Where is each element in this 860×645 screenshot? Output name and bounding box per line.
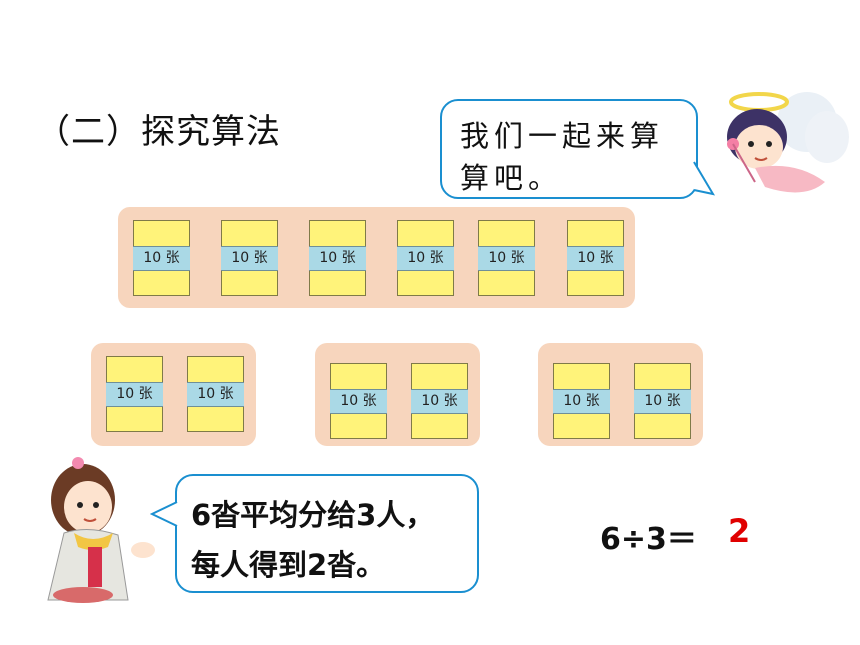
packet-label: 10 张 bbox=[221, 246, 278, 271]
packet-label: 10 张 bbox=[411, 389, 468, 414]
packet-label: 10 张 bbox=[567, 246, 624, 271]
speech-bubble-top: 我们一起来算 算吧。 bbox=[440, 99, 698, 199]
bubble-bottom-tail bbox=[150, 501, 178, 527]
packet-label: 10 张 bbox=[187, 382, 244, 407]
packet: 10 张 bbox=[478, 220, 535, 296]
packet-label: 10 张 bbox=[478, 246, 535, 271]
packet-label: 10 张 bbox=[553, 389, 610, 414]
packet: 10 张 bbox=[553, 363, 610, 439]
packet-group-all bbox=[118, 207, 635, 308]
packet-label: 10 张 bbox=[330, 389, 387, 414]
equation-answer: 2 bbox=[728, 512, 751, 550]
packet: 10 张 bbox=[133, 220, 190, 296]
packet: 10 张 bbox=[187, 356, 244, 432]
bubble-top-tail bbox=[693, 161, 716, 196]
packet-label: 10 张 bbox=[106, 382, 163, 407]
packet: 10 张 bbox=[330, 363, 387, 439]
division-equation: 6÷3＝ bbox=[600, 522, 697, 557]
bubble-top-line1: 我们一起来算 bbox=[460, 119, 665, 153]
girl-character-illustration bbox=[47, 457, 155, 603]
packet: 10 张 bbox=[397, 220, 454, 296]
bubble-bottom-line2: 每人得到2沓。 bbox=[191, 548, 386, 582]
fairy-character-illustration bbox=[727, 92, 849, 193]
packet-label: 10 张 bbox=[634, 389, 691, 414]
packet: 10 张 bbox=[411, 363, 468, 439]
packet-label: 10 张 bbox=[133, 246, 190, 271]
speech-bubble-bottom: 6沓平均分给3人， 每人得到2沓。 bbox=[175, 474, 479, 593]
packet-label: 10 张 bbox=[309, 246, 366, 271]
bubble-top-line2: 算吧。 bbox=[460, 161, 563, 195]
packet: 10 张 bbox=[634, 363, 691, 439]
packet-label: 10 张 bbox=[397, 246, 454, 271]
packet: 10 张 bbox=[309, 220, 366, 296]
section-title: （二）探究算法 bbox=[36, 112, 281, 152]
packet: 10 张 bbox=[221, 220, 278, 296]
packet: 10 张 bbox=[567, 220, 624, 296]
packet: 10 张 bbox=[106, 356, 163, 432]
bubble-bottom-line1: 6沓平均分给3人， bbox=[191, 498, 435, 532]
